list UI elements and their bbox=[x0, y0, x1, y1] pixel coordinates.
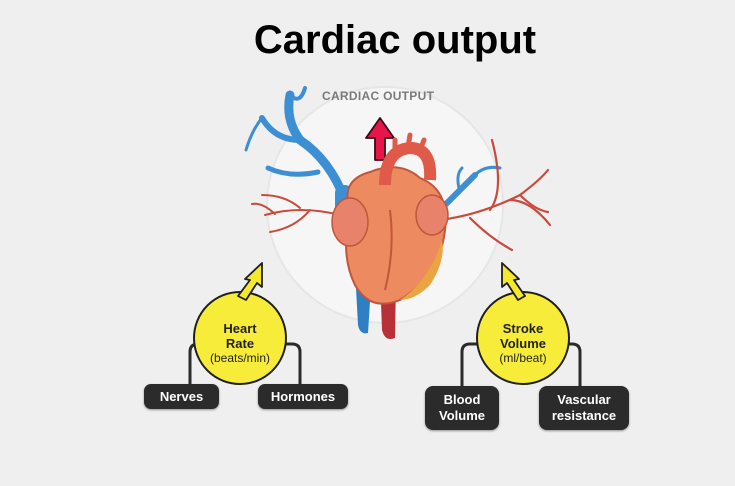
heart-illustration bbox=[244, 86, 552, 339]
hormones-pill: Hormones bbox=[258, 384, 348, 409]
stroke-volume-unit: (ml/beat) bbox=[499, 351, 547, 365]
stroke-volume-label: Stroke Volume (ml/beat) bbox=[479, 321, 567, 366]
page-title: Cardiac output bbox=[253, 18, 537, 62]
stroke-volume-arrow bbox=[501, 262, 526, 301]
up-arrow-icon bbox=[365, 117, 395, 161]
heart-rate-label: Heart Rate (beats/min) bbox=[196, 321, 284, 366]
heart-rate-title: Heart Rate bbox=[223, 321, 257, 351]
stroke-volume-title: Stroke Volume bbox=[500, 321, 546, 351]
heart-rate-unit: (beats/min) bbox=[209, 351, 271, 365]
blood-volume-pill: Blood Volume bbox=[425, 386, 499, 430]
diagram-label: CARDIAC OUTPUT bbox=[322, 89, 435, 103]
nerves-pill: Nerves bbox=[144, 384, 219, 409]
vascular-resistance-pill: Vascular resistance bbox=[539, 386, 629, 430]
heart-rate-arrow bbox=[237, 262, 263, 301]
